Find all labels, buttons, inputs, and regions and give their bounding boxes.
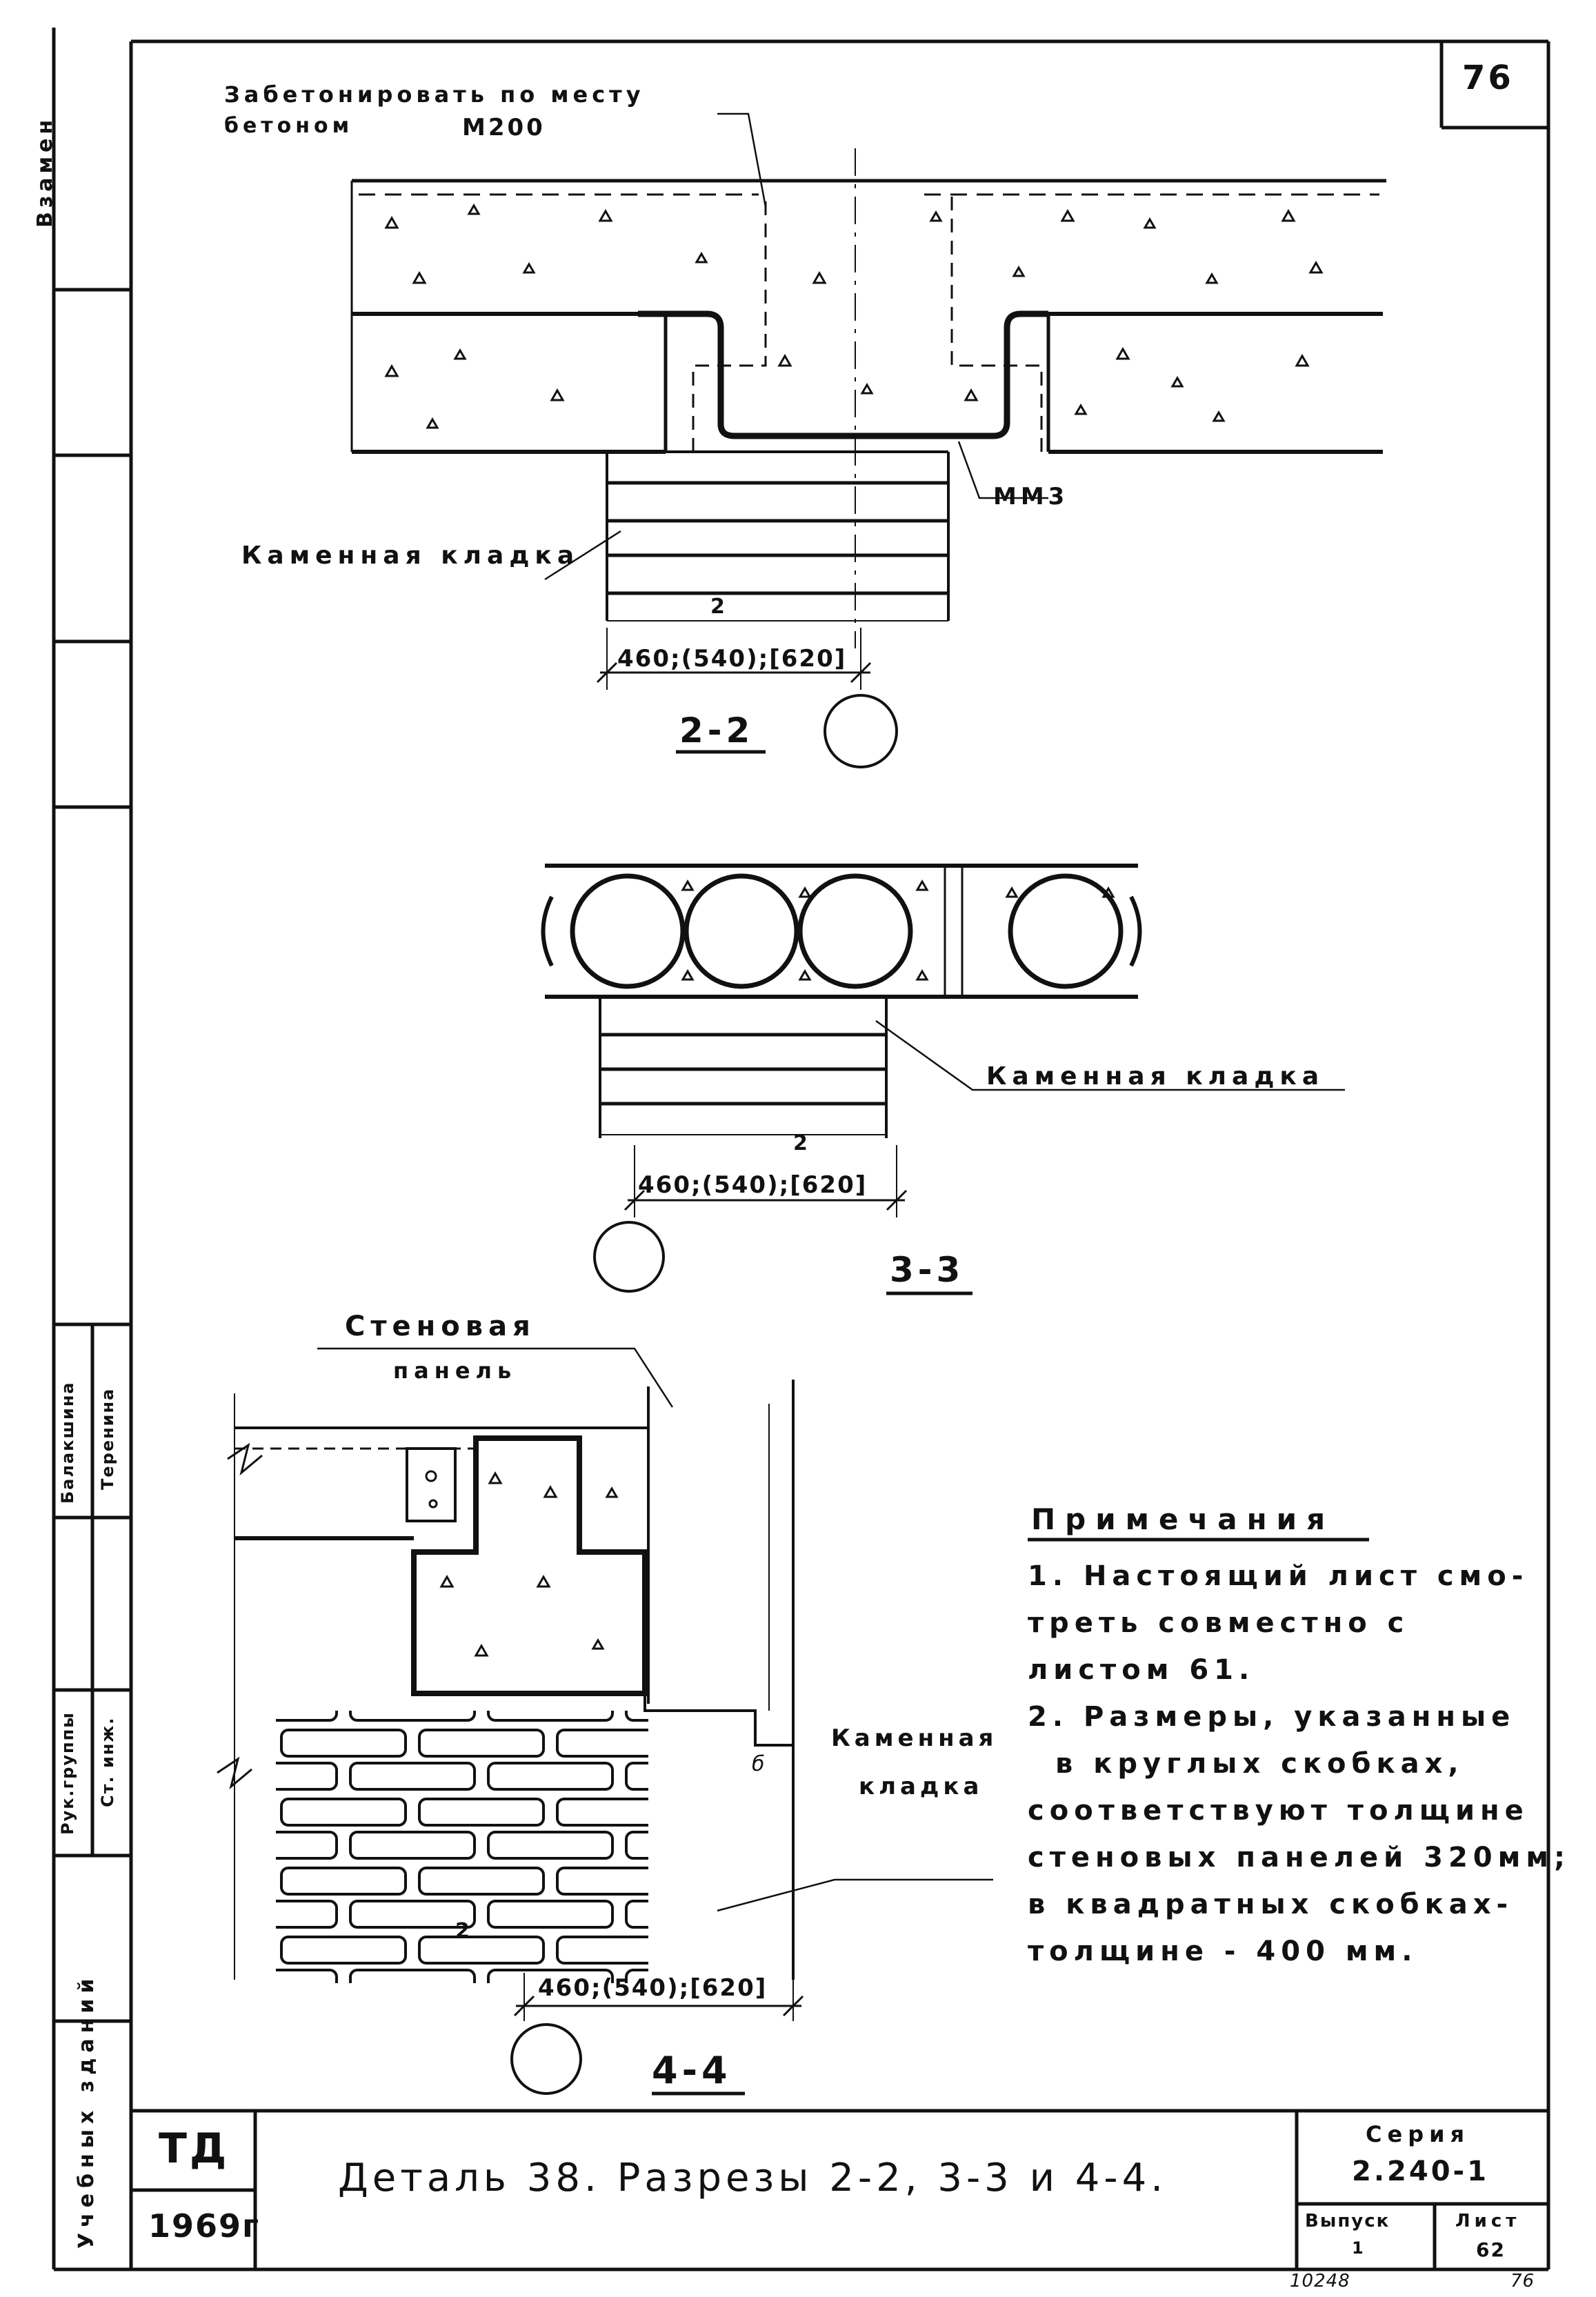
masonry-label-4-4-line1: Каменная (831, 1724, 998, 1752)
masonry-label-4-4-line2: кладка (859, 1773, 984, 1800)
note-line: в круглых скобках, (1055, 1748, 1464, 1780)
section-title-3-3: 3-3 (890, 1250, 965, 1290)
section-3-3-drawing (541, 864, 1345, 1293)
stamp-bottom: Учебных зданий (74, 1973, 99, 2249)
title-block-year: 1969г (148, 2207, 261, 2245)
section-title-4-4: 4-4 (652, 2049, 732, 2092)
concrete-note-line2: бетоном (224, 114, 354, 138)
axis-marker-4-4: 2 (455, 1919, 470, 1943)
dimension-3-3: 460;(540);[620] (638, 1171, 868, 1199)
brick-mark: б (752, 1752, 765, 1776)
masonry-label-2-2: Каменная кладка (241, 541, 580, 570)
note-line: треть совместно с (1028, 1607, 1410, 1639)
section-title-underlines (652, 750, 1369, 2096)
issue-label: Выпуск (1305, 2211, 1390, 2231)
footer-page: 76 (1510, 2271, 1535, 2291)
note-line: толщине - 400 мм. (1028, 1936, 1418, 1967)
axis-marker-2-2: 2 (710, 595, 725, 619)
sheet-label: Лист (1455, 2211, 1521, 2231)
series-number: 2.240-1 (1352, 2156, 1489, 2187)
stamp-role2: Ст. инж. (98, 1716, 117, 1807)
series-label: Серия (1366, 2121, 1470, 2147)
stamp-name1: Балакшина (58, 1381, 77, 1504)
note-line: листом 61. (1028, 1654, 1255, 1686)
note-line: 2. Размеры, указанные (1028, 1701, 1516, 1733)
stamp-role1: Рук.группы (58, 1711, 77, 1835)
title-block-frame (131, 2109, 1548, 2269)
section-4-4-drawing (217, 1347, 993, 2095)
dimension-4-4: 460;(540);[620] (538, 1974, 768, 2002)
title-block-org: ТД (159, 2125, 230, 2173)
note-line: соответствуют толщине (1028, 1795, 1529, 1827)
notes-heading: Примечания (1031, 1502, 1335, 1536)
stamp-top: Взамен (33, 115, 57, 228)
dimension-2-2: 460;(540);[620] (617, 645, 847, 673)
footer-code: 10248 (1290, 2271, 1350, 2291)
section-title-2-2: 2-2 (679, 710, 755, 750)
drawing-title: Деталь 38. Разрезы 2-2, 3-3 и 4-4. (338, 2156, 1168, 2200)
page-number: 76 (1462, 59, 1514, 97)
panel-label-line1: Стеновая (345, 1311, 536, 1342)
embedded-part-mark: ММ3 (993, 483, 1069, 510)
note-line: стеновых панелей 320мм; (1028, 1842, 1571, 1873)
stamp-name2: Теренина (98, 1387, 117, 1490)
concrete-note-line1: Забетонировать по месту (224, 81, 645, 108)
sheet-number: 62 (1476, 2238, 1506, 2261)
concrete-grade: М200 (462, 114, 546, 141)
axis-marker-3-3: 2 (793, 1131, 808, 1155)
section-2-2-drawing (350, 112, 1386, 768)
note-line: в квадратных скобках- (1028, 1889, 1514, 1920)
panel-label-line2: панель (393, 1358, 517, 1384)
masonry-label-3-3: Каменная кладка (986, 1062, 1325, 1091)
issue-number: 1 (1352, 2238, 1364, 2258)
sheet-frame (52, 28, 1550, 2271)
note-line: 1. Настоящий лист смо- (1028, 1560, 1529, 1592)
